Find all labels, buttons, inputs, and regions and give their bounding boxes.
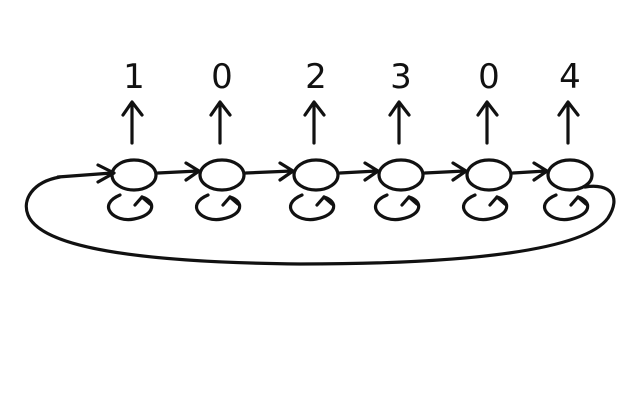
transition-arrow xyxy=(156,169,200,175)
emission-arrowhead xyxy=(388,100,411,117)
state-node xyxy=(198,158,246,192)
emission-label: 3 xyxy=(390,57,412,97)
entry-arrowhead xyxy=(96,163,116,184)
self-loop-arrowhead xyxy=(569,195,588,207)
emission-label: 1 xyxy=(123,57,145,97)
transition-arrow xyxy=(244,169,294,175)
transition-arrowhead xyxy=(363,161,380,182)
state-node xyxy=(377,158,425,192)
emission-label: 4 xyxy=(559,57,581,97)
state-node xyxy=(546,158,594,192)
self-loop-arrowhead xyxy=(488,195,507,207)
emission-arrowhead xyxy=(303,100,326,117)
self-loop-arrowhead xyxy=(133,195,152,207)
transition-arrowhead xyxy=(532,161,549,182)
transition-arrowhead xyxy=(184,161,201,182)
entry-arrow xyxy=(56,171,114,179)
outer-loop xyxy=(24,175,616,266)
emission-label: 2 xyxy=(305,57,327,97)
emission-arrowhead xyxy=(121,100,144,117)
state-node xyxy=(292,158,340,192)
self-loop-arrowhead xyxy=(315,195,334,207)
state-node xyxy=(110,158,158,192)
state-node xyxy=(465,158,513,192)
emission-label: 0 xyxy=(211,57,233,97)
transition-arrowhead xyxy=(451,161,468,182)
transition-arrow xyxy=(423,169,467,175)
emission-arrowhead xyxy=(209,100,232,117)
emission-label: 0 xyxy=(478,57,500,97)
self-loop-arrowhead xyxy=(221,195,240,207)
self-loop-arrowhead xyxy=(400,195,419,207)
transition-arrow xyxy=(338,169,379,175)
emission-arrowhead xyxy=(557,100,580,117)
transition-arrow xyxy=(511,169,548,175)
transition-arrowhead xyxy=(278,161,295,182)
emission-arrowhead xyxy=(476,100,499,117)
